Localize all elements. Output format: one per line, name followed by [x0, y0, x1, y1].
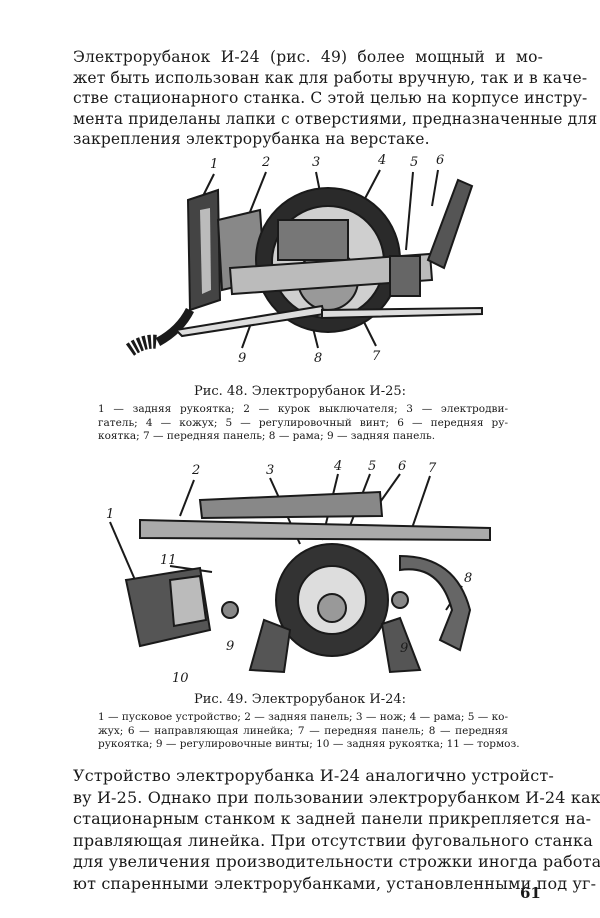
callout-9: 9 [400, 641, 408, 656]
intro-paragraph: Электрорубанок И-24 (рис. 49) более мощн… [73, 47, 598, 150]
legend-line: 1 — пусковое устройство; 2 — задняя пане… [98, 711, 509, 723]
figure-49-legend: 1 — пусковое устройство; 2 — задняя пане… [98, 711, 520, 752]
callout-4: 4 [377, 153, 386, 168]
callout-10: 10 [172, 671, 189, 686]
figure-48-legend: 1 — задняя рукоятка; 2 — курок выключате… [98, 403, 508, 444]
callout-1: 1 [210, 157, 218, 172]
callout-8: 8 [464, 571, 472, 586]
callout-2: 2 [261, 155, 270, 170]
text-line: жет быть использован как для работы вруч… [73, 68, 588, 87]
body-paragraph: Устройство электрорубанка И-24 аналогичн… [73, 765, 600, 894]
text-line: Электрорубанок И-24 (рис. 49) более мощн… [73, 48, 543, 66]
callout-8: 8 [314, 351, 322, 366]
callout-7: 7 [372, 349, 381, 364]
legend-line: гатель; 4 — кожух; 5 — регулировочный ви… [98, 416, 508, 429]
callout-6: 6 [436, 153, 444, 168]
callout-2: 2 [191, 463, 200, 478]
figure-48-planer-drawing: 1 2 3 4 5 6 7 8 9 [125, 153, 483, 366]
text-line: правляющая линейка. При отсутствии фугов… [73, 830, 593, 850]
callout-3: 3 [312, 155, 320, 170]
callout-1: 1 [106, 507, 114, 522]
figure-48-caption-title: Рис. 48. Электрорубанок И-25: [193, 384, 407, 399]
legend-line: рукоятка; 9 — регулировочные винты; 10 —… [98, 738, 520, 750]
legend-line: 1 — задняя рукоятка; 2 — курок выключате… [98, 403, 508, 415]
figure-49-caption-title: Рис. 49. Электрорубанок И-24: [193, 692, 407, 707]
legend-line: коятка; 7 — передняя панель; 8 — рама; 9… [98, 430, 436, 442]
text-line: для увеличения производительности строжк… [73, 852, 600, 871]
callout-5: 5 [368, 460, 376, 474]
text-line: Устройство электрорубанка И-24 аналогичн… [73, 766, 554, 785]
callout-11: 11 [160, 553, 177, 568]
text-line: ву И-25. Однако при пользовании электрор… [73, 787, 600, 807]
callout-4: 4 [333, 460, 342, 474]
callout-5: 5 [410, 155, 418, 170]
text-line: закрепления электрорубанка на верстаке. [73, 130, 430, 148]
text-line: стационарным станком к задней панели при… [73, 809, 592, 828]
page-number: 61 [520, 884, 541, 902]
text-line: стве стационарного станка. С этой целью … [73, 89, 588, 107]
text-line: мента приделаны лапки с отверстиями, пре… [73, 109, 598, 128]
callout-3: 3 [266, 463, 274, 478]
callout-7: 7 [428, 461, 437, 476]
callout-6: 6 [398, 460, 406, 474]
callout-9: 9 [226, 639, 234, 654]
callout-9: 9 [238, 351, 246, 366]
legend-line: жух; 6 — направляющая линейка; 7 — перед… [98, 724, 508, 737]
text-line: ют спаренными электрорубанками, установл… [73, 873, 597, 893]
figure-49-planer-drawing: 1 2 3 4 5 6 7 8 9 9 10 11 [106, 460, 491, 686]
